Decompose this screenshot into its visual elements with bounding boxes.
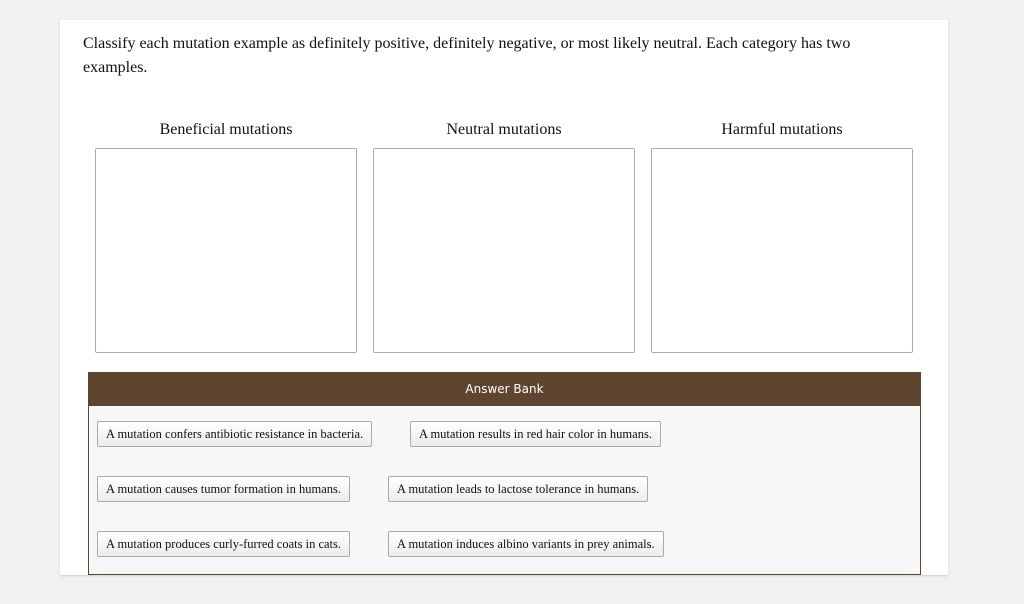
- drop-zone-neutral[interactable]: [373, 148, 635, 353]
- answer-chip[interactable]: A mutation confers antibiotic resistance…: [97, 421, 373, 447]
- answer-chip[interactable]: A mutation results in red hair color in …: [410, 421, 661, 447]
- answer-bank-title: Answer Bank: [89, 373, 920, 406]
- answer-chip[interactable]: A mutation leads to lactose tolerance in…: [388, 476, 649, 502]
- answer-chip[interactable]: A mutation causes tumor formation in hum…: [97, 476, 351, 502]
- category-beneficial-label: Beneficial mutations: [159, 121, 293, 138]
- question-prompt: Classify each mutation example as defini…: [83, 35, 851, 76]
- answer-chip[interactable]: A mutation produces curly-furred coats i…: [97, 531, 350, 557]
- drop-zone-beneficial[interactable]: [95, 148, 357, 353]
- drop-zone-harmful[interactable]: [651, 148, 913, 353]
- category-harmful-label: Harmful mutations: [721, 121, 843, 138]
- category-neutral-label: Neutral mutations: [446, 121, 562, 138]
- answer-chip[interactable]: A mutation induces albino variants in pr…: [388, 531, 664, 557]
